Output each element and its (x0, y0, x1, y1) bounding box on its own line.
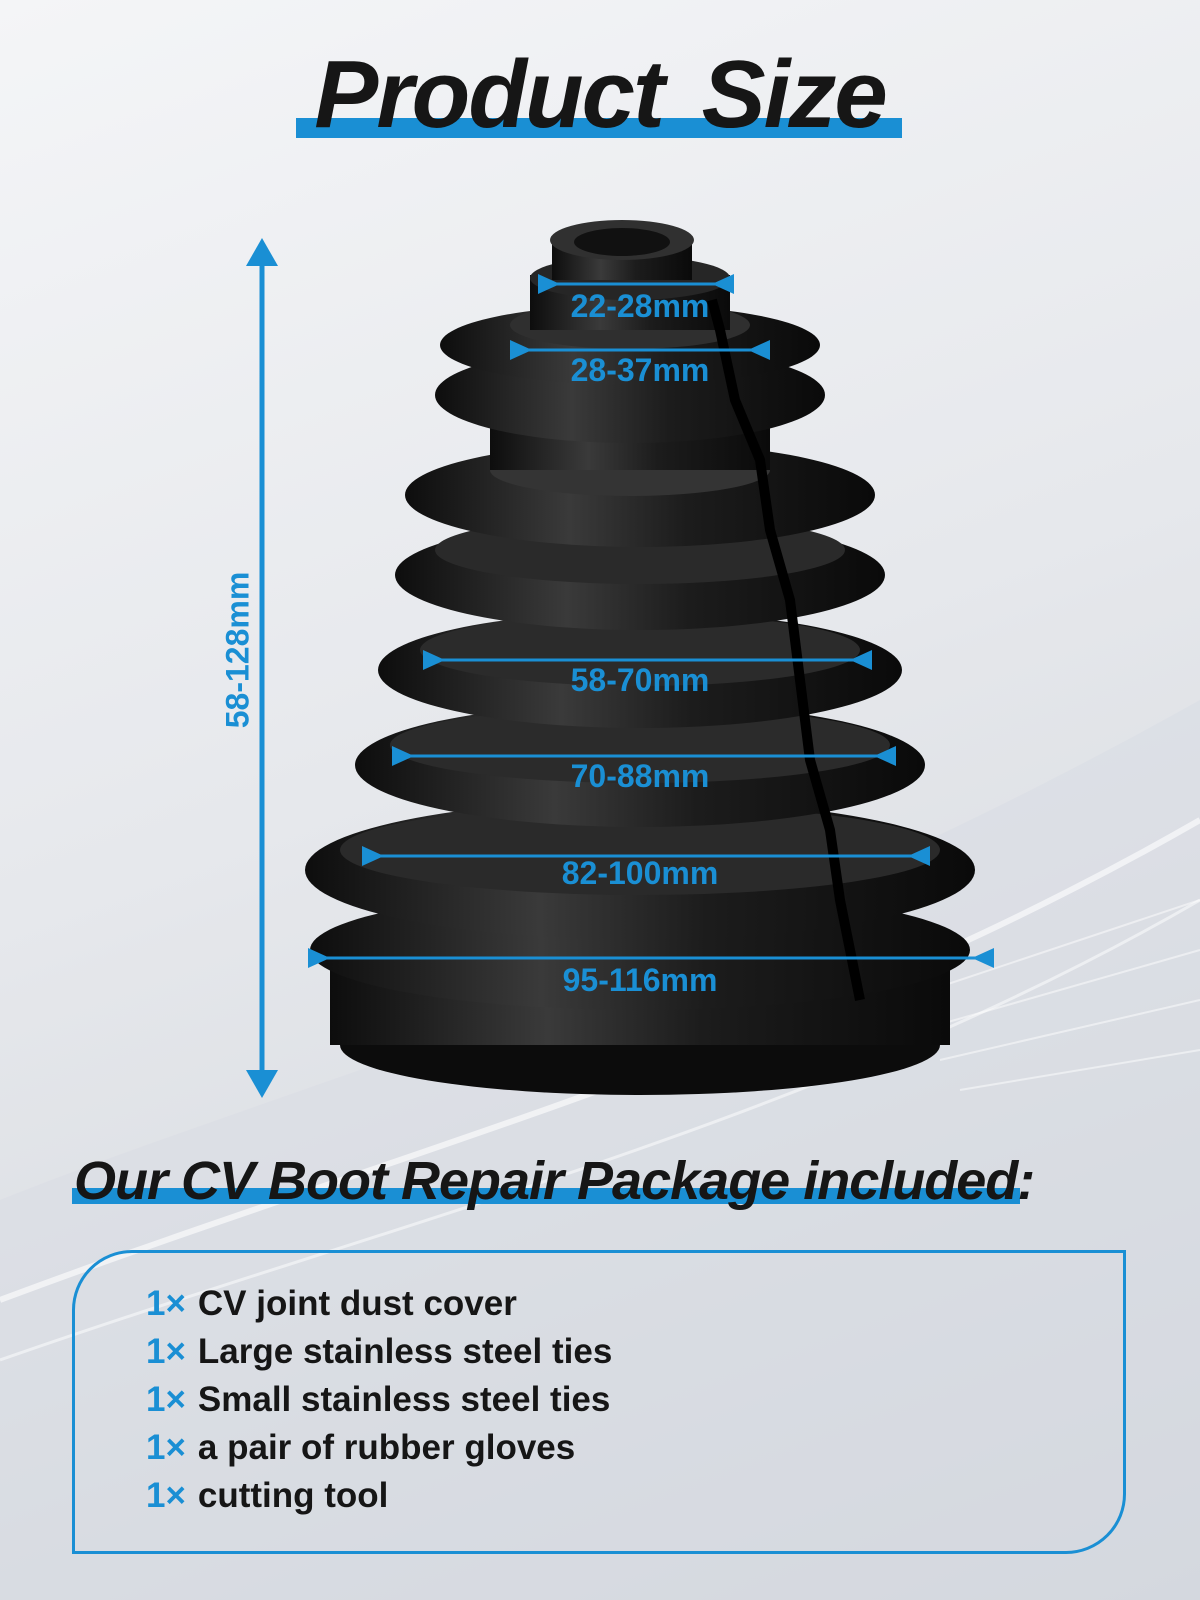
package-item: 1× Large stainless steel ties (146, 1328, 612, 1376)
title-underline (296, 118, 902, 138)
height-arrow (246, 238, 278, 1098)
quantity: 1× (146, 1332, 186, 1371)
dimension-label: 70-88mm (570, 758, 710, 794)
item-text: a pair of rubber gloves (197, 1428, 576, 1467)
package-title-underline (72, 1188, 1020, 1204)
height-dimension-label: 58-128mm (219, 571, 256, 729)
dimension-label: 95-116mm (562, 962, 718, 998)
page-title: Product Size (314, 41, 887, 148)
dimension-line-1 (538, 274, 734, 294)
cv-boot-illustration (246, 220, 994, 1098)
dimension-line-5 (362, 846, 930, 866)
dimension-line-2 (510, 340, 770, 360)
dimension-label: 82-100mm (561, 855, 719, 891)
item-text: Small stainless steel ties (197, 1380, 611, 1419)
dimension-label: 58-70mm (570, 662, 710, 698)
quantity: 1× (146, 1380, 186, 1419)
dimension-line-3 (423, 650, 872, 670)
package-title: Our CV Boot Repair Package included: (74, 1151, 1035, 1211)
package-list: 1× CV joint dust cover 1× Large stainless … (146, 1280, 612, 1520)
dimension-label: 22-28mm (570, 288, 710, 324)
dimension-label: 28-37mm (570, 352, 710, 388)
package-item: 1× a pair of rubber gloves (146, 1424, 612, 1472)
quantity: 1× (146, 1428, 186, 1467)
package-item: 1× CV joint dust cover (146, 1280, 612, 1328)
item-text: cutting tool (197, 1476, 389, 1515)
quantity: 1× (146, 1284, 186, 1323)
package-item: 1× cutting tool (146, 1472, 612, 1520)
dimension-line-4 (392, 746, 896, 766)
title-section: Product Size (0, 40, 1200, 150)
package-item: 1× Small stainless steel ties (146, 1376, 612, 1424)
package-box (72, 1250, 1126, 1554)
item-text: CV joint dust cover (197, 1284, 517, 1323)
dimension-line-6 (308, 948, 994, 968)
quantity: 1× (146, 1476, 186, 1515)
item-text: Large stainless steel ties (197, 1332, 613, 1371)
